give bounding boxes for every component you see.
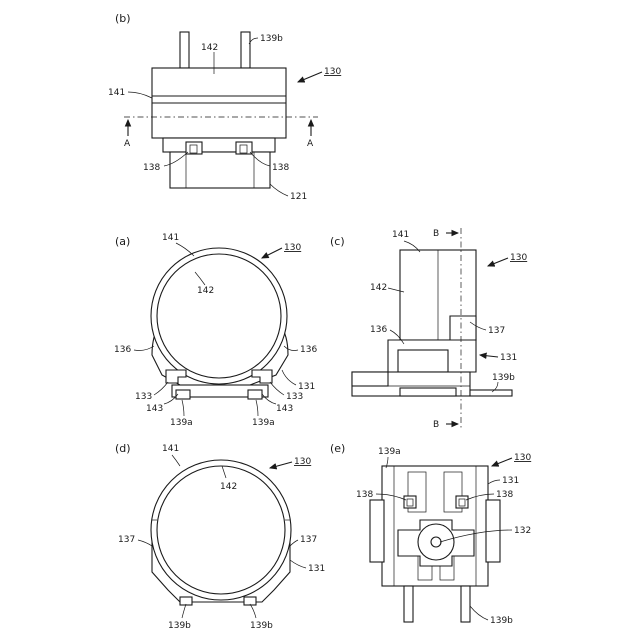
ref-139b: 139b — [492, 373, 515, 383]
tab-139a-left — [176, 390, 190, 399]
ref-131: 131 — [298, 382, 315, 392]
section-b-bottom: B — [433, 420, 439, 430]
tab-139b-left — [180, 597, 192, 605]
ref-136-right: 136 — [300, 345, 317, 355]
ring-inner — [157, 254, 281, 378]
ref-133-left: 133 — [135, 392, 152, 402]
ref-139b: 139b — [490, 616, 513, 626]
lower-step — [163, 138, 275, 152]
ref-130: 130 — [510, 253, 527, 263]
ref-143-left: 143 — [146, 404, 163, 414]
pin-left — [180, 32, 189, 68]
terminal-139b-right — [461, 586, 470, 622]
ref-141: 141 — [108, 88, 125, 98]
ref-130: 130 — [294, 457, 311, 467]
hook-138-right — [236, 142, 252, 154]
ref-139a-right: 139a — [252, 418, 275, 428]
ref-141: 141 — [392, 230, 409, 240]
ref-139b-right: 139b — [250, 621, 273, 631]
panel-b-label: (b) — [115, 12, 131, 25]
ref-136: 136 — [370, 325, 387, 335]
panel-c-label: (c) — [330, 235, 345, 248]
pin-right — [241, 32, 250, 68]
tab-139b-right — [244, 597, 256, 605]
step-136 — [398, 350, 448, 372]
ref-136-left: 136 — [114, 345, 131, 355]
ref-142: 142 — [201, 43, 218, 53]
panel-c: (c) B B 141 130 142 136 137 131 13 — [330, 228, 527, 430]
ref-142: 142 — [370, 283, 387, 293]
center-hole-132 — [431, 537, 441, 547]
ref-143-right: 143 — [276, 404, 293, 414]
section-a-left: A — [124, 139, 131, 149]
ref-138-right: 138 — [272, 163, 289, 173]
ref-130: 130 — [514, 453, 531, 463]
panel-d: (d) 141 130 142 137 137 131 139b 139b — [115, 442, 325, 631]
ref-137-left: 137 — [118, 535, 135, 545]
terminal-139b-left — [404, 586, 413, 622]
ref-138-right: 138 — [496, 490, 513, 500]
ref-131: 131 — [500, 353, 517, 363]
panel-a: (a) 141 130 142 136 136 131 133 133 143 … — [114, 233, 317, 428]
section-b-top: B — [433, 229, 439, 239]
ref-142: 142 — [197, 286, 214, 296]
ref-139b-left: 139b — [168, 621, 191, 631]
ref-138-left: 138 — [143, 163, 160, 173]
ref-133-right: 133 — [286, 392, 303, 402]
ref-141: 141 — [162, 444, 179, 454]
panel-e-label: (e) — [330, 442, 345, 455]
ref-139a: 139a — [378, 447, 401, 457]
hook-138-left — [186, 142, 202, 154]
ref-139b: 139b — [260, 34, 283, 44]
section-a-right: A — [307, 139, 314, 149]
panel-a-label: (a) — [115, 235, 130, 248]
ref-121: 121 — [290, 192, 307, 202]
ref-130: 130 — [324, 67, 341, 77]
ref-139a-left: 139a — [170, 418, 193, 428]
ref-137: 137 — [488, 326, 505, 336]
terminal-139b — [470, 390, 512, 396]
panel-d-label: (d) — [115, 442, 131, 455]
panel-e: (e) 139a 130 131 138 138 1 — [330, 442, 531, 626]
ref-138-left: 138 — [356, 490, 373, 500]
ref-130: 130 — [284, 243, 301, 253]
ref-131: 131 — [502, 476, 519, 486]
tab-139a-right — [248, 390, 262, 399]
ref-141: 141 — [162, 233, 179, 243]
panel-b: (b) A A 139b 142 141 130 138 — [108, 12, 341, 202]
ref-132: 132 — [514, 526, 531, 536]
ref-142: 142 — [220, 482, 237, 492]
ref-131: 131 — [308, 564, 325, 574]
ref-137-right: 137 — [300, 535, 317, 545]
